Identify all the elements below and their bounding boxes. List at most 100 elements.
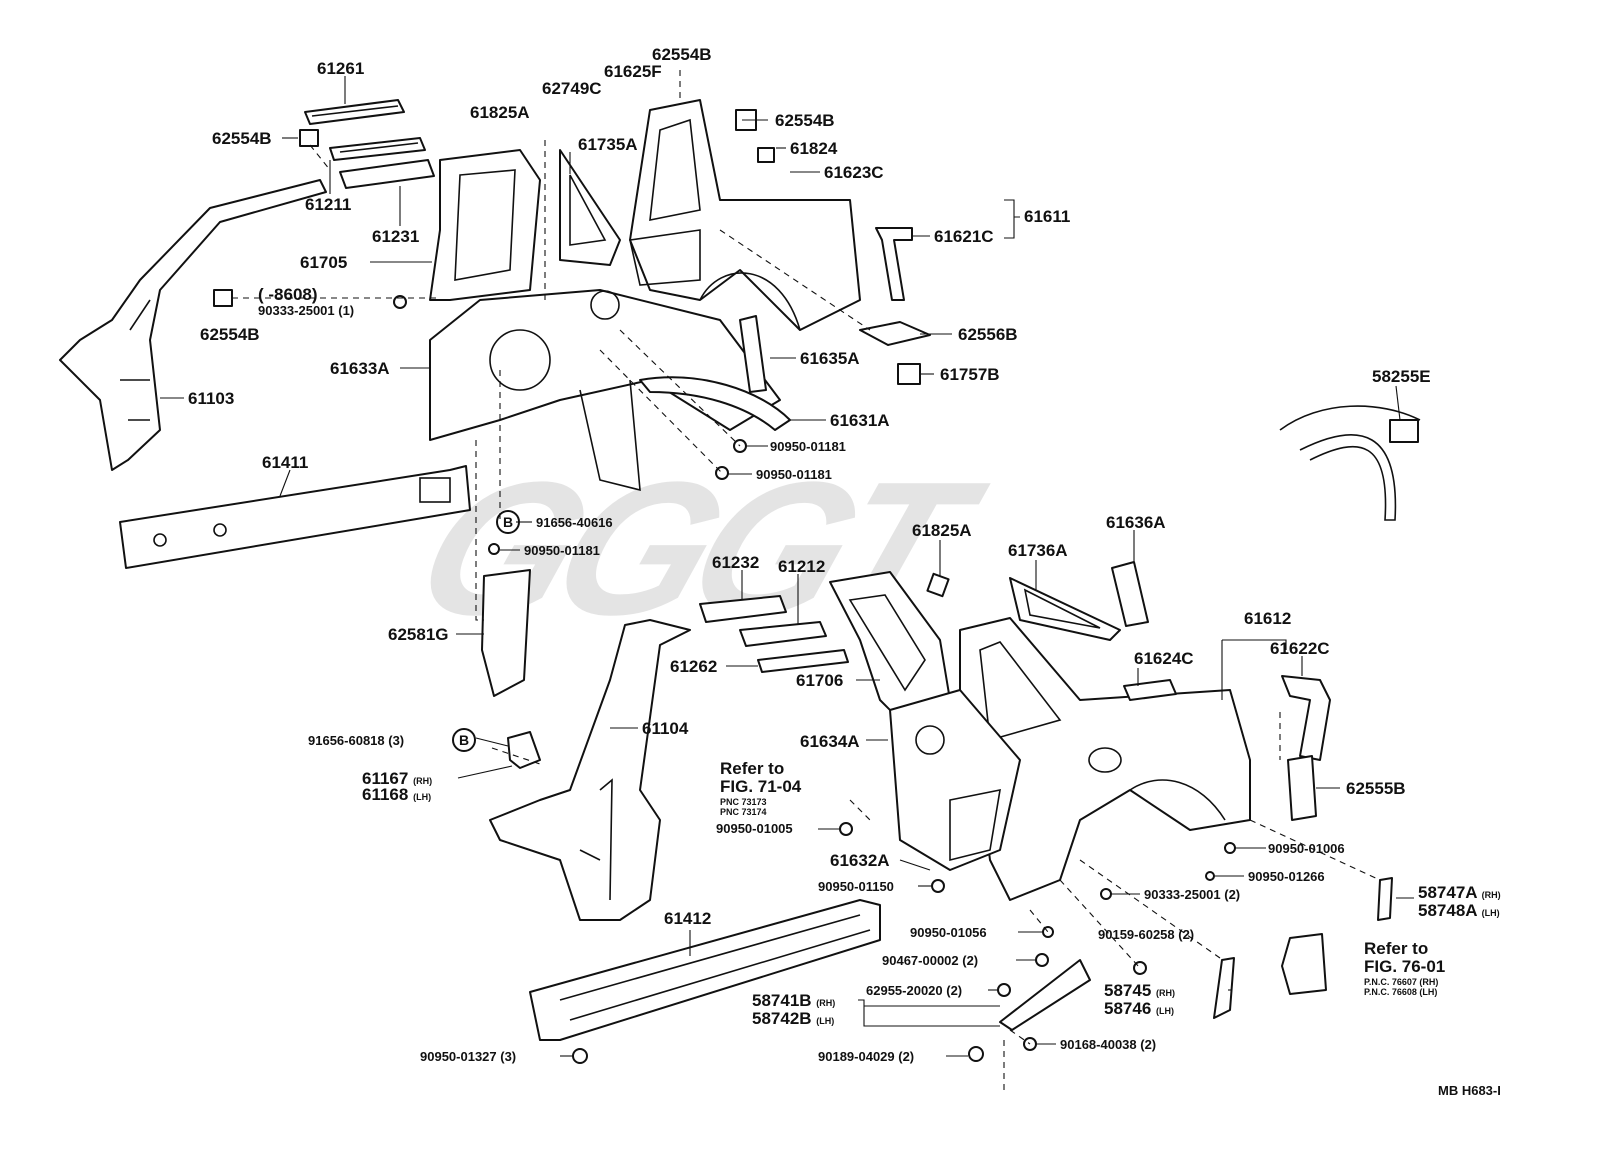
part-61231-shape bbox=[339, 159, 435, 189]
part-61825A-b-shape bbox=[926, 572, 950, 598]
label-61706: 61706 bbox=[796, 671, 844, 690]
fasteners bbox=[393, 295, 1236, 1064]
label-90467-00002: 90467-00002 (2) bbox=[882, 953, 979, 968]
part-58745-shape bbox=[1213, 957, 1235, 1019]
part-61411-shape bbox=[119, 465, 471, 569]
part-61211-shape bbox=[329, 137, 426, 161]
label-61705: 61705 bbox=[300, 253, 348, 272]
label-90168-40038: 90168-40038 (2) bbox=[1060, 1037, 1157, 1052]
part-62555B-shape bbox=[1287, 755, 1317, 821]
label-90950-01150: 90950-01150 bbox=[818, 879, 894, 894]
part-62581G-shape bbox=[481, 569, 531, 697]
label-58741B-group: 58741B (RH) bbox=[752, 992, 835, 1009]
part-58747A-shape bbox=[1377, 877, 1393, 921]
label-61633A: 61633A bbox=[330, 359, 390, 378]
label-58748A: 58748A bbox=[1418, 901, 1477, 920]
label-90159-60258: 90159-60258 (2) bbox=[1098, 927, 1195, 942]
label-61757B: 61757B bbox=[940, 365, 1000, 384]
dashed-guides bbox=[232, 70, 1381, 1090]
label-62556B: 62556B bbox=[958, 325, 1018, 344]
part-61104-shape bbox=[489, 619, 691, 921]
circle-b-icon: B bbox=[452, 728, 476, 752]
label-58742B: 58742B bbox=[752, 1009, 812, 1028]
ref-fig7601-pnc2: P.N.C. 76608 (LH) bbox=[1364, 987, 1438, 997]
part-61167-shape bbox=[507, 731, 541, 769]
part-61622C-shape bbox=[1281, 675, 1331, 761]
fastener-b-bottom: B bbox=[452, 728, 476, 752]
label-61611: 61611 bbox=[1024, 207, 1071, 226]
label-61631A: 61631A bbox=[830, 411, 890, 430]
label-90333-25001-2: 90333-25001 (2) bbox=[1144, 887, 1241, 902]
label-90333-25001-1: 90333-25001 (1) bbox=[258, 303, 355, 318]
label-58745-group: 58745 (RH) bbox=[1104, 982, 1175, 999]
label-58742B-group: 58742B (LH) bbox=[752, 1010, 834, 1027]
label-58745: 58745 bbox=[1104, 981, 1152, 1000]
suffix-lh: (LH) bbox=[816, 1016, 835, 1026]
part-61621C-shape bbox=[875, 227, 913, 301]
part-61232-shape bbox=[699, 595, 787, 623]
label-61632A: 61632A bbox=[830, 851, 890, 870]
label-62554B-c: 62554B bbox=[775, 111, 835, 130]
label-61621C: 61621C bbox=[934, 227, 994, 246]
part-61757B-shape bbox=[897, 363, 921, 385]
label-61212: 61212 bbox=[778, 557, 826, 576]
label-8608: ( -8608) bbox=[258, 285, 318, 304]
label-90950-01181-c: 90950-01181 bbox=[524, 543, 600, 558]
part-62554B-block-d bbox=[213, 289, 233, 307]
label-61104: 61104 bbox=[642, 719, 689, 738]
label-91656-40616: 91656-40616 bbox=[536, 515, 613, 530]
part-61633A-shape bbox=[429, 289, 781, 492]
label-61625F: 61625F bbox=[604, 62, 662, 81]
ref-fig7601-line2[interactable]: FIG. 76-01 bbox=[1364, 957, 1446, 976]
footer-code: MB H683-I bbox=[1438, 1083, 1501, 1098]
label-61824: 61824 bbox=[790, 139, 838, 158]
suffix-lh: (LH) bbox=[1481, 908, 1500, 918]
label-62554B-d: 62554B bbox=[200, 325, 260, 344]
part-58741B-shape bbox=[999, 959, 1091, 1031]
label-58746-group: 58746 (LH) bbox=[1104, 1000, 1174, 1017]
label-90950-01005: 90950-01005 bbox=[716, 821, 793, 836]
part-61636A-shape bbox=[1111, 561, 1149, 627]
part-58255E-shape bbox=[1279, 405, 1421, 521]
ref-fig7104-pnc2: PNC 73174 bbox=[720, 807, 767, 817]
label-62749C: 62749C bbox=[542, 79, 602, 98]
label-62955-20020: 62955-20020 (2) bbox=[866, 983, 963, 998]
part-62556B-shape bbox=[859, 321, 931, 346]
label-62554B-b: 62554B bbox=[652, 45, 712, 64]
part-61212-shape bbox=[739, 621, 827, 647]
ref-fig7104-line1: Refer to bbox=[720, 759, 785, 778]
suffix-rh: (RH) bbox=[1481, 890, 1501, 900]
label-58255E: 58255E bbox=[1372, 367, 1431, 386]
part-61631A-shape bbox=[639, 376, 791, 431]
suffix-lh: (LH) bbox=[413, 792, 432, 802]
label-61624C: 61624C bbox=[1134, 649, 1194, 668]
part-61261-shape bbox=[304, 99, 405, 125]
label-61825A-b: 61825A bbox=[912, 521, 972, 540]
label-61411: 61411 bbox=[262, 453, 309, 472]
label-58748A-group: 58748A (LH) bbox=[1418, 902, 1500, 919]
label-58741B: 58741B bbox=[752, 991, 812, 1010]
part-61262-shape bbox=[757, 649, 849, 673]
ref-fig7104-pnc1: PNC 73173 bbox=[720, 797, 767, 807]
label-61623C: 61623C bbox=[824, 163, 884, 182]
label-61622C: 61622C bbox=[1270, 639, 1330, 658]
label-58747A-group: 58747A (RH) bbox=[1418, 884, 1501, 901]
part-61735A-shape bbox=[559, 149, 621, 266]
part-61705-shape bbox=[429, 149, 541, 301]
label-61231: 61231 bbox=[372, 227, 420, 246]
label-90950-01006: 90950-01006 bbox=[1268, 841, 1345, 856]
label-61262: 61262 bbox=[670, 657, 718, 676]
part-61635A-shape bbox=[739, 315, 767, 393]
ref-fig7601-line1: Refer to bbox=[1364, 939, 1429, 958]
label-61412: 61412 bbox=[664, 909, 712, 928]
label-61612: 61612 bbox=[1244, 609, 1292, 628]
fastener-b-top: B bbox=[496, 510, 520, 534]
part-61611-shape bbox=[629, 99, 861, 331]
part-mudflap-shape bbox=[1281, 933, 1327, 995]
label-61735A: 61735A bbox=[578, 135, 638, 154]
label-61635A: 61635A bbox=[800, 349, 860, 368]
ref-fig7104-line2[interactable]: FIG. 71-04 bbox=[720, 777, 802, 796]
circle-b-icon: B bbox=[496, 510, 520, 534]
